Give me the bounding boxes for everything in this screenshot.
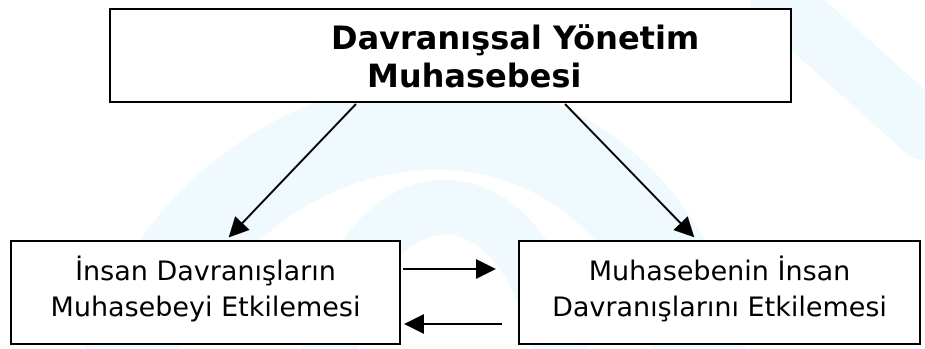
left-box-text-line-1: İnsan Davranışların	[75, 256, 336, 287]
left-box-text-line-2: Muhasebeyi Etkilemesi	[50, 292, 361, 323]
right-box-text-line-2: Davranışlarını Etkilemesi	[552, 292, 887, 323]
right-box-accounting-affecting-human-behavior: Muhasebenin İnsan Davranışlarını Etkilem…	[518, 240, 921, 345]
right-box-text-line-1: Muhasebenin İnsan	[588, 256, 851, 287]
arrow-top-to-right	[564, 103, 695, 238]
top-box-title-line-1: Davranışsal Yönetim	[331, 19, 700, 57]
arrow-top-to-left	[228, 103, 357, 238]
top-box-title-line-2: Muhasebesi	[367, 57, 582, 95]
top-box-behavioral-management-accounting: Davranışsal Yönetim Muhasebesi	[109, 8, 792, 103]
left-box-human-behavior-affecting-accounting: İnsan Davranışların Muhasebeyi Etkilemes…	[10, 240, 401, 345]
